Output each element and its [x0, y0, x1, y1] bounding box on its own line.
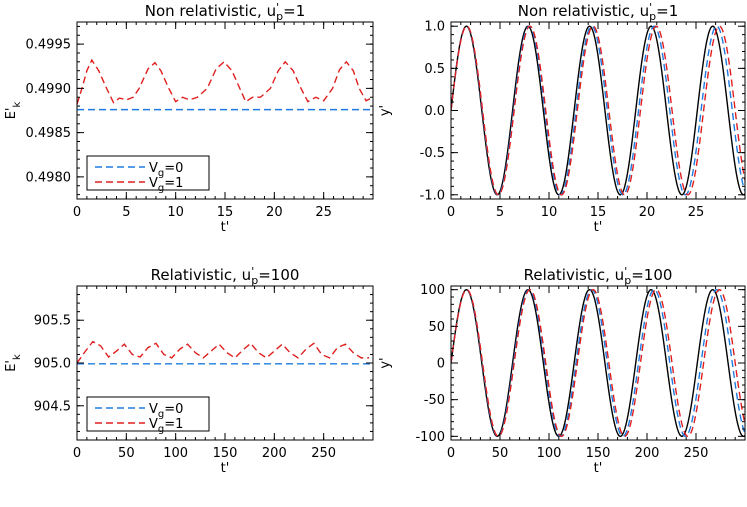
y-tick-label: 50: [428, 320, 445, 335]
y-tick-label: 0.4995: [26, 38, 72, 53]
x-axis-label: t': [594, 220, 603, 235]
x-tick-label: 10: [541, 205, 558, 220]
y-tick-label: -100: [415, 430, 445, 445]
x-tick-label: 0: [73, 205, 81, 220]
series-line-vg-0: [451, 288, 745, 438]
y-axis-label: E'k: [4, 102, 23, 120]
x-tick-label: 150: [586, 446, 611, 461]
y-tick-label: 905.5: [34, 314, 71, 329]
legend-box: [86, 155, 210, 191]
y-tick-label: 905.0: [34, 357, 71, 372]
x-tick-label: 0: [73, 446, 81, 461]
series-group: [451, 25, 745, 196]
y-tick-label: 0.4990: [26, 82, 72, 97]
x-tick-label: 200: [262, 446, 287, 461]
y-tick-label: 100: [420, 283, 445, 298]
x-tick-label: 25: [315, 205, 332, 220]
x-tick-label: 250: [684, 446, 709, 461]
chart-title: Non relativistic, u'p=1: [145, 1, 306, 23]
x-tick-label: 100: [163, 446, 188, 461]
legend-label: Vg=1: [149, 417, 183, 435]
y-tick-label: 0.5: [424, 62, 445, 77]
x-tick-label: 5: [496, 205, 504, 220]
legend-label: Vg=1: [149, 176, 183, 194]
y-tick-label: -1.0: [420, 188, 445, 203]
x-tick-label: 20: [266, 205, 283, 220]
panel-3: 0 50 100 150 200 250 904.5 905.0 905.5 Relativist…: [4, 265, 374, 476]
legend-label: Vg=0: [149, 402, 183, 420]
x-tick-label: 5: [122, 205, 130, 220]
x-tick-label: 200: [635, 446, 660, 461]
y-axis-label: E'k: [4, 354, 23, 372]
legend-label: Vg=0: [149, 161, 183, 179]
legend: Vg=0Vg=1: [86, 396, 210, 435]
x-tick-label: 15: [217, 205, 234, 220]
panel-1: 0 5 10 15 20 25 0.4980 0.4985 0.4990 0.4995 Non re…: [4, 1, 374, 235]
series-line-vg-1: [77, 340, 370, 364]
x-tick-label: 25: [688, 205, 705, 220]
series-group: [77, 340, 373, 365]
panel-4: 0 50 100 150 200 250 -100 -50 0 50 100 Relativistic…: [378, 265, 746, 476]
x-tick-label: 50: [118, 446, 135, 461]
y-tick-label: 0.0: [424, 104, 445, 119]
x-axis-label: t': [594, 461, 603, 476]
y-tick-label: -50: [424, 393, 445, 408]
chart-title: Relativistic, u'p=100: [524, 265, 673, 287]
legend-box: [86, 396, 210, 432]
x-tick-label: 10: [167, 205, 184, 220]
chart-title: Non relativistic, u'p=1: [518, 1, 679, 23]
x-tick-label: 250: [311, 446, 336, 461]
series-group: [77, 58, 373, 111]
y-tick-label: -0.5: [420, 146, 445, 161]
panel-2: 0 5 10 15 20 25 -1.0 -0.5 0.0 0.5 1.0 Non relativis…: [378, 1, 746, 235]
legend: Vg=0Vg=1: [86, 155, 210, 194]
y-tick-label: 0: [437, 357, 445, 372]
x-tick-label: 50: [492, 446, 509, 461]
y-axis-label: y': [378, 105, 393, 116]
series-group: [451, 288, 745, 438]
x-tick-label: 20: [639, 205, 656, 220]
x-tick-label: 0: [447, 446, 455, 461]
x-tick-label: 100: [537, 446, 562, 461]
y-axis-label: y': [378, 357, 393, 368]
series-line-vg-1: [451, 288, 745, 438]
chart-title: Relativistic, u'p=100: [151, 265, 300, 287]
x-axis-label: t': [221, 220, 230, 235]
series-line-vg-1: [77, 58, 373, 105]
x-tick-label: 15: [590, 205, 607, 220]
series-line-vg-0: [451, 25, 745, 196]
x-axis-label: t': [221, 461, 230, 476]
x-tick-label: 0: [447, 205, 455, 220]
y-tick-label: 0.4985: [26, 126, 72, 141]
y-tick-label: 904.5: [34, 399, 71, 414]
x-tick-label: 150: [213, 446, 238, 461]
y-tick-label: 0.4980: [26, 170, 72, 185]
y-tick-label: 1.0: [424, 20, 445, 35]
